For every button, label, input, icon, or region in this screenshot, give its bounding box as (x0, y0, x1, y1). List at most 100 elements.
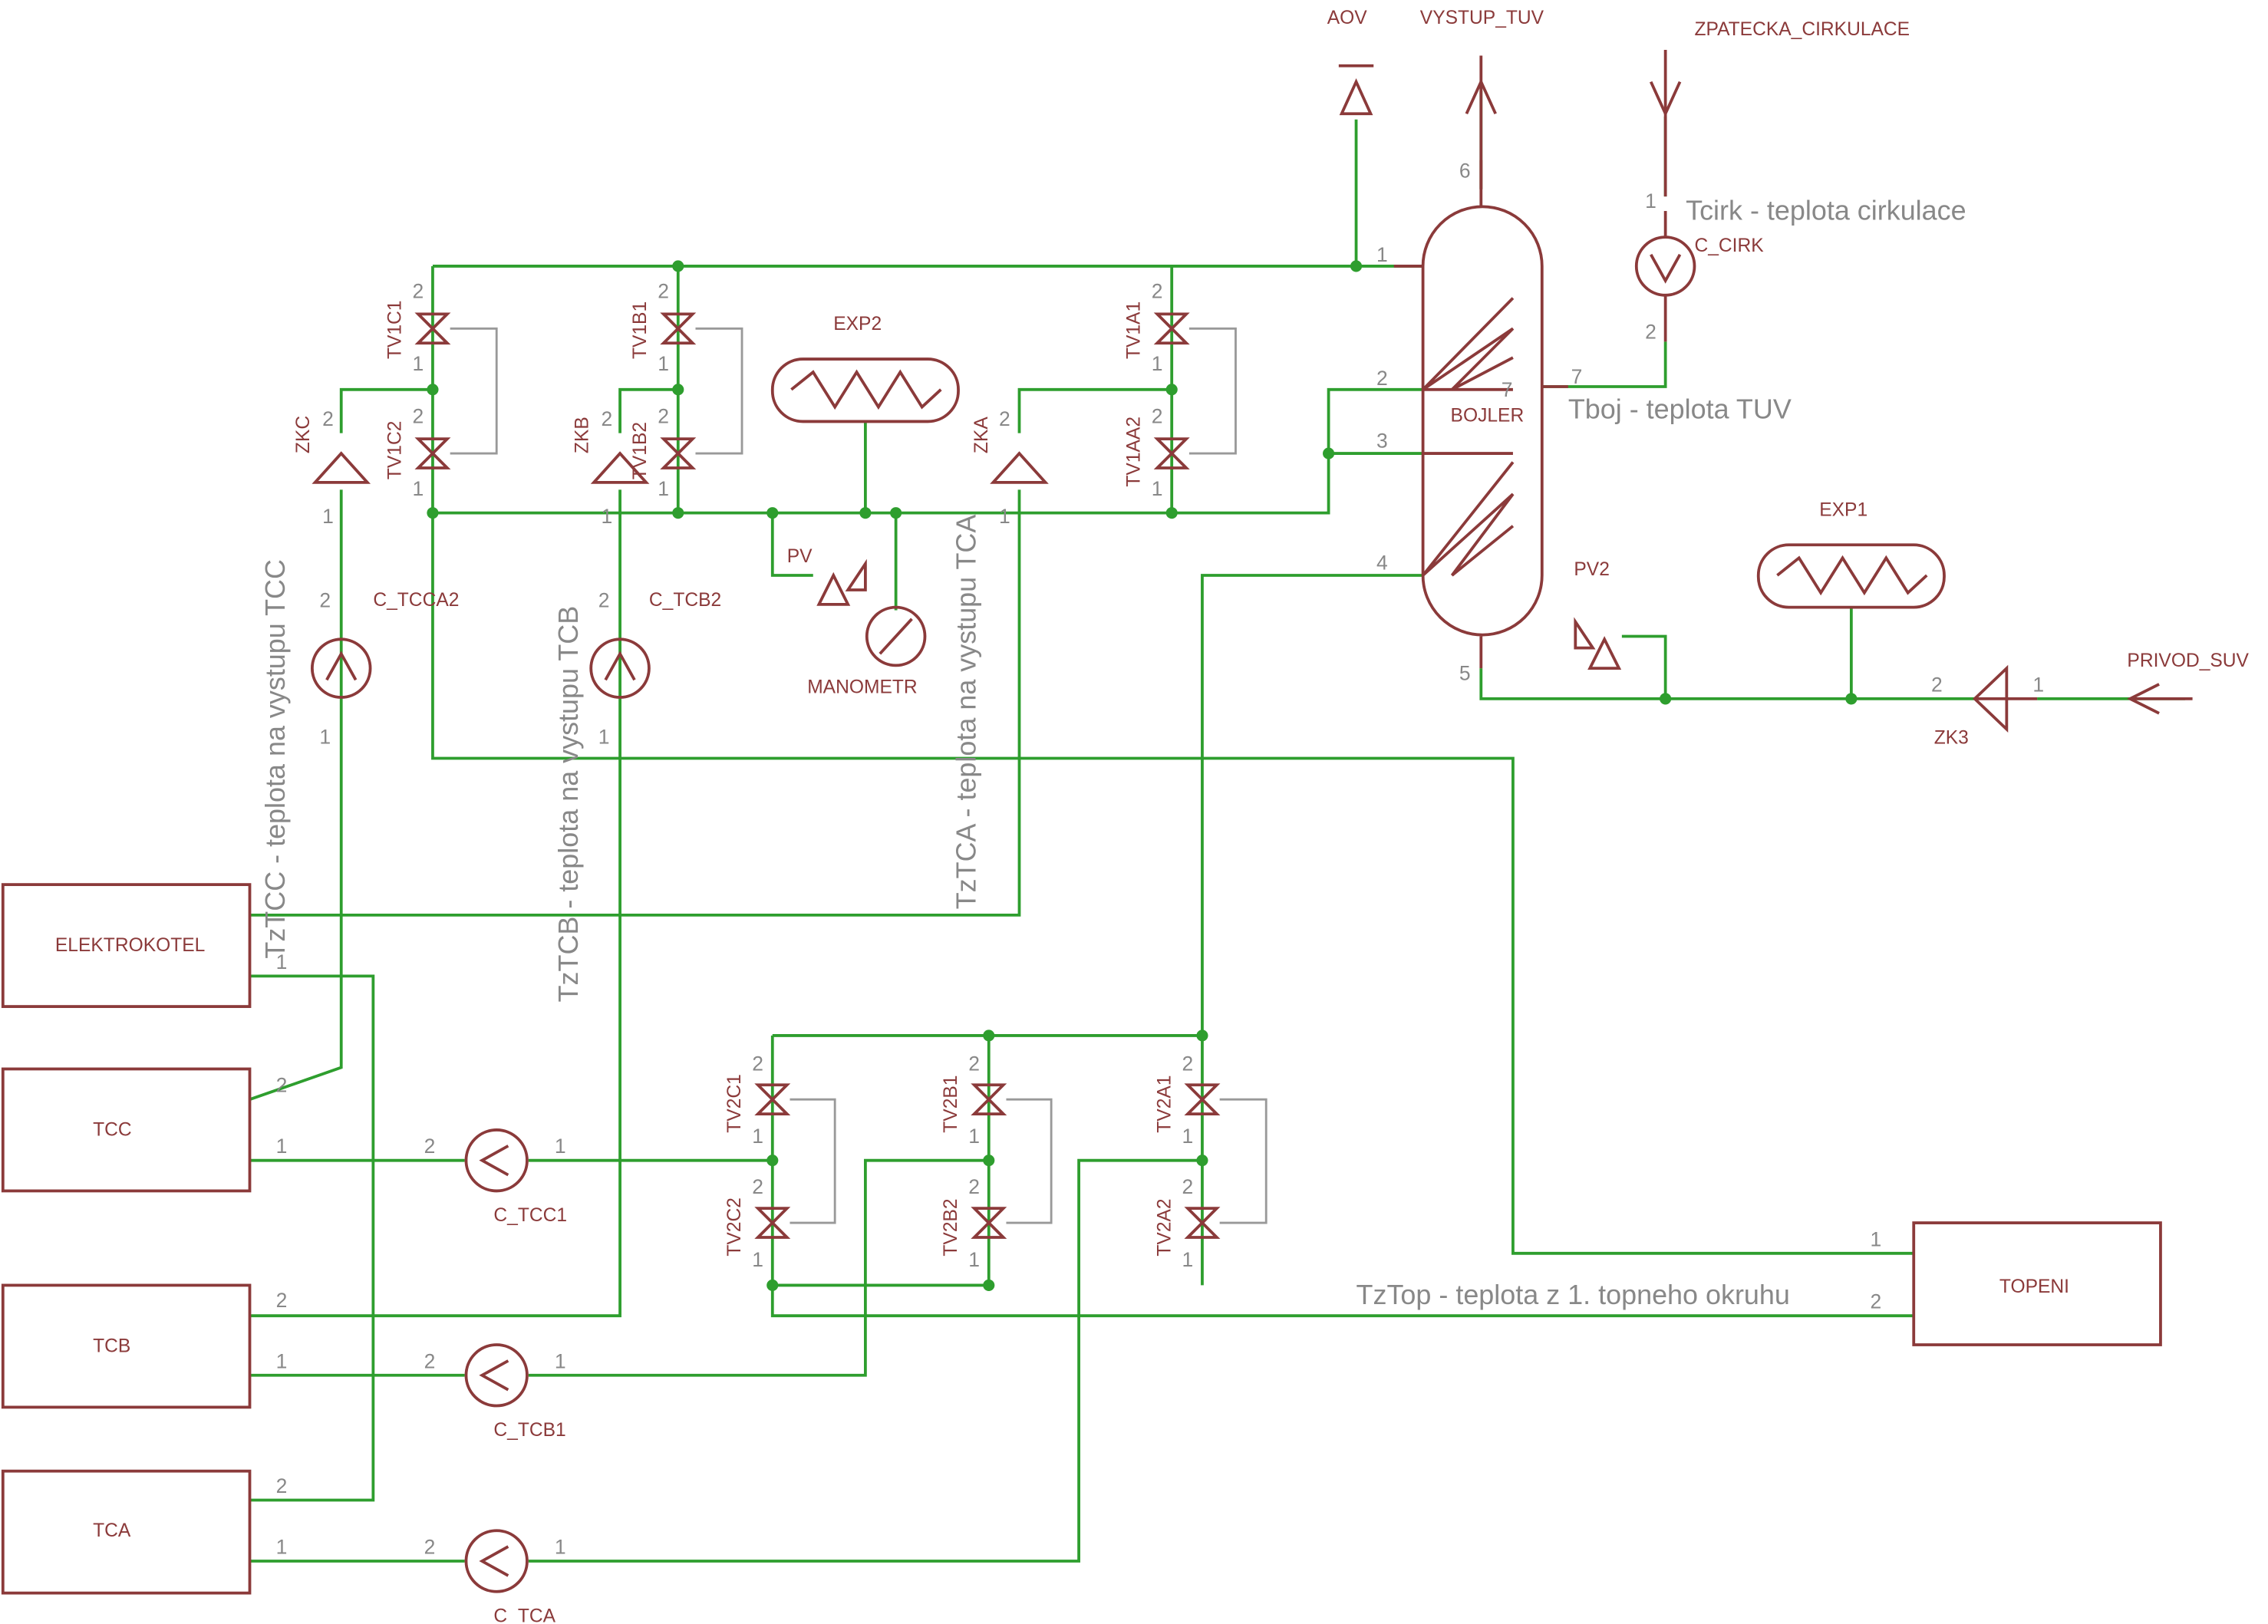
pin-number: 1 (2032, 673, 2044, 696)
c-tcb1-pump (464, 1343, 529, 1408)
pv2-safety-valve (1587, 636, 1622, 670)
label-tv1aa2: TV1AA2 (1124, 417, 1145, 487)
tca-box (1, 1469, 252, 1595)
label-tv2b2: TV2B2 (941, 1198, 961, 1256)
pin-number: 1 (968, 1248, 980, 1271)
pin-number: 2 (276, 1289, 288, 1312)
pin-number: 2 (752, 1052, 763, 1075)
label-exp1: EXP1 (1819, 499, 1867, 520)
pin-number: 1 (598, 726, 610, 749)
label-c-tcb2: C_TCB2 (649, 590, 721, 611)
label-tv2c2: TV2C2 (724, 1197, 745, 1257)
sensor-labels: Tcirk - teplota cirkulace Tboj - teplota… (259, 194, 1966, 1310)
wire-zka-down (249, 489, 1021, 917)
label-exp2: EXP2 (833, 314, 882, 334)
label-c-tcc1: C_TCC1 (493, 1205, 567, 1226)
pin-number: 1 (276, 950, 288, 973)
label-vystup-tuv: VYSTUP_TUV (1420, 8, 1544, 28)
pin-number: 2 (1931, 673, 1943, 696)
zkc-check-valve (312, 451, 371, 484)
label-tv2c1: TV2C1 (724, 1074, 745, 1133)
label-manometr: MANOMETR (807, 677, 917, 697)
tcc-box (1, 1067, 252, 1193)
label-tv2b1: TV2B1 (941, 1076, 961, 1133)
pin-number: 2 (322, 407, 334, 430)
valve-actuator-links (450, 327, 1268, 1224)
label-c-cirk: C_CIRK (1694, 236, 1764, 256)
label-pv2: PV2 (1574, 559, 1610, 580)
exp1-vessel (1756, 543, 1946, 609)
label-tztcc: TzTCC - teplota na vystupu TCC (259, 559, 291, 959)
label-tcc: TCC (93, 1120, 132, 1141)
pin-number: 1 (1645, 189, 1656, 212)
pin-number: 1 (412, 477, 424, 500)
pin-number: 2 (1645, 321, 1656, 344)
valve-tv2b1 (971, 1083, 1007, 1116)
pin-number: 2 (752, 1175, 763, 1198)
label-tv1b2: TV1B2 (630, 422, 651, 479)
label-zka: ZKA (971, 417, 992, 453)
valve-tv2c1 (754, 1083, 791, 1116)
pin-number: 1 (319, 726, 331, 749)
pin-number: 7 (1502, 378, 1513, 401)
valve-tv2a2 (1184, 1207, 1221, 1239)
pin-number: 2 (601, 407, 612, 430)
pin-number: 1 (999, 505, 1010, 528)
wire-to-topeni-1 (431, 512, 1914, 1255)
pin-number: 2 (276, 1474, 288, 1497)
c-tcca2-pump (310, 637, 372, 699)
label-zkc: ZKC (293, 416, 314, 453)
c-tcb2-pump (589, 637, 651, 699)
label-tztcb: TzTCB - teplota na vystupu TCB (552, 606, 584, 1003)
pin-number: 2 (1182, 1052, 1193, 1075)
valve-tv1c2 (414, 437, 451, 469)
junctions (427, 260, 1858, 1292)
c-tcc1-pump (464, 1128, 529, 1193)
valve-tv1aa2 (1153, 437, 1190, 469)
label-tztop: TzTop - teplota z 1. topneho okruhu (1357, 1279, 1790, 1310)
pin-number: 2 (424, 1349, 436, 1372)
components (1, 49, 2193, 1595)
pin-number: 1 (555, 1536, 566, 1559)
pin-number: 2 (412, 280, 424, 303)
label-topeni: TOPENI (1999, 1276, 2069, 1297)
pin-number: 1 (555, 1349, 566, 1372)
label-zk3: ZK3 (1934, 728, 1969, 749)
label-tv1a1: TV1A1 (1124, 301, 1145, 359)
pin-number: 1 (752, 1125, 763, 1148)
pin-number: 2 (1152, 280, 1163, 303)
pin-number: 4 (1376, 551, 1388, 574)
pin-number: 1 (412, 352, 424, 375)
label-tca: TCA (93, 1520, 131, 1541)
pin-number: 2 (412, 404, 424, 427)
pin-number: 2 (598, 589, 610, 612)
pin-number: 1 (1152, 477, 1163, 500)
valve-tv2b2 (971, 1207, 1007, 1239)
valve-tv2c2 (754, 1207, 791, 1239)
pin-number: 1 (276, 1536, 288, 1559)
pin-number: 1 (658, 352, 669, 375)
bojler-coil2 (1422, 461, 1515, 577)
wire-zkb-top (618, 387, 678, 433)
pin-number: 1 (658, 477, 669, 500)
elektrokotel-box (1, 883, 252, 1008)
label-privod: PRIVOD_SUV (2127, 651, 2249, 671)
pin-number: 2 (1870, 1290, 1881, 1313)
pin-number: 1 (601, 505, 612, 528)
wire-circ-return (1541, 341, 1667, 388)
valve-tv1a1 (1153, 312, 1190, 345)
pin-number: 5 (1459, 661, 1471, 684)
wire-c-tcca2 (249, 489, 343, 1101)
pin-number: 2 (276, 1074, 288, 1097)
label-tboj: Tboj - teplota TUV (1568, 394, 1792, 425)
label-c-tcca2: C_TCCA2 (373, 590, 459, 611)
manometr-gauge (865, 605, 927, 667)
wire-ek-1 (249, 974, 375, 1502)
pin-number: 2 (424, 1135, 436, 1158)
label-tztca: TzTCA - teplota na vystupu TCA (951, 515, 982, 910)
pin-number: 2 (658, 280, 669, 303)
label-bojler: BOJLER (1451, 405, 1525, 426)
label-tv1c1: TV1C1 (384, 301, 405, 360)
pin-number: 1 (1376, 243, 1388, 266)
